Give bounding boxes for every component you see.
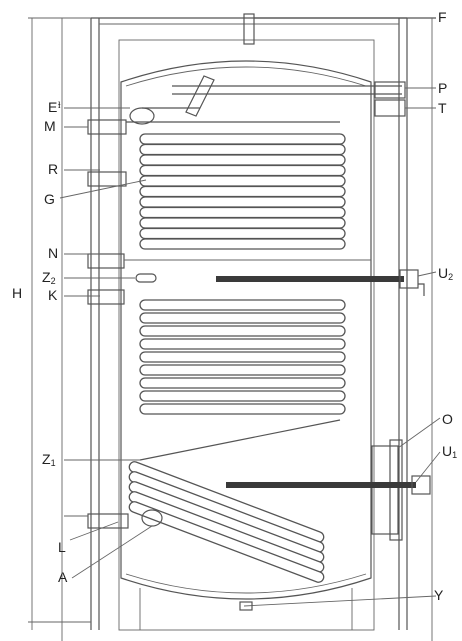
lowerCoil-turn [139, 338, 346, 350]
fitting-r [87, 171, 127, 187]
lowerCoil-turn [139, 351, 346, 363]
label-u2: U2 [438, 265, 453, 282]
y-leader [243, 595, 437, 607]
label-z2-sub: 2 [51, 276, 56, 286]
label-z1: Z1 [42, 451, 56, 468]
upperCoil-turn [139, 185, 346, 198]
o-leader [397, 417, 441, 449]
heater-rod-u1 [226, 482, 416, 488]
label-f: F [438, 9, 447, 25]
upperCoil-turn [139, 238, 346, 250]
upperCoil-turn [139, 227, 346, 240]
label-m: M [44, 118, 56, 134]
label-h: H [12, 285, 22, 301]
upperCoil-turn [139, 217, 346, 229]
lowerCoil-turn [139, 364, 346, 376]
sensor-sleeve-z2 [135, 273, 157, 283]
heater-rod-u2 [216, 276, 404, 282]
drain-y [239, 601, 253, 611]
fitting-n [87, 253, 125, 269]
label-a: A [58, 569, 68, 585]
label-u1-sub: 1 [452, 450, 457, 460]
label-u2-sub: 2 [448, 272, 453, 282]
lowerCoil-turn [139, 299, 346, 311]
g-leader [59, 179, 147, 199]
bottom-coil-turn [128, 501, 325, 583]
label-u2-main: U [438, 265, 448, 281]
upper-heat-exchanger-coil [139, 133, 346, 250]
lowerCoil-turn [139, 377, 346, 389]
heater-head-u2 [399, 269, 419, 289]
fitting-t [374, 99, 406, 117]
upperCoil-turn [139, 196, 346, 208]
lower-heat-exchanger-coil [139, 299, 346, 415]
lowerCoil-turn [139, 312, 346, 324]
label-r: R [48, 161, 58, 177]
lowerCoil-turn [139, 403, 346, 415]
fitting-m [87, 119, 127, 135]
label-n: N [48, 245, 58, 261]
label-z1-sub: 1 [51, 458, 56, 468]
label-z2: Z2 [42, 269, 56, 286]
flange-o [371, 445, 399, 535]
label-o: O [442, 411, 453, 427]
lowerCoil-turn [139, 390, 346, 402]
label-k: K [48, 287, 58, 303]
fitting-k [87, 289, 125, 305]
top-outlet-pipe [243, 13, 255, 45]
label-u1-main: U [442, 443, 452, 459]
bottom-slanted-coil [128, 461, 325, 583]
tank-body [120, 60, 372, 600]
label-p: P [438, 80, 447, 96]
upperCoil-turn [139, 206, 346, 219]
label-y: Y [434, 587, 444, 603]
l-leader [69, 521, 119, 541]
tank-bottom-inner [125, 573, 367, 594]
fitting-l [87, 513, 129, 529]
u2-terminal [418, 283, 425, 296]
label-t: T [438, 100, 447, 116]
label-z1-main: Z [42, 451, 51, 467]
lowerCoil-turn [139, 325, 346, 337]
label-z2-main: Z [42, 269, 51, 285]
tank-top-inner [125, 66, 367, 87]
label-u1: U1 [442, 443, 457, 460]
vent-pipe [185, 75, 215, 117]
coil-connector [139, 419, 341, 461]
label-g: G [44, 191, 55, 207]
upperCoil-turn [139, 133, 346, 145]
label-e: E [48, 99, 57, 115]
upperCoil-turn [139, 154, 346, 166]
tick-e: ɫ [58, 100, 61, 110]
inner-casing [118, 39, 375, 631]
u1-leader [415, 451, 441, 483]
label-l: L [58, 539, 66, 555]
flange-plate [389, 439, 403, 541]
u2-leader [417, 271, 437, 277]
fitting-p [374, 81, 406, 99]
upperCoil-turn [139, 175, 346, 187]
upperCoil-turn [139, 164, 346, 177]
upperCoil-turn [139, 143, 346, 156]
a-leader [71, 525, 153, 579]
